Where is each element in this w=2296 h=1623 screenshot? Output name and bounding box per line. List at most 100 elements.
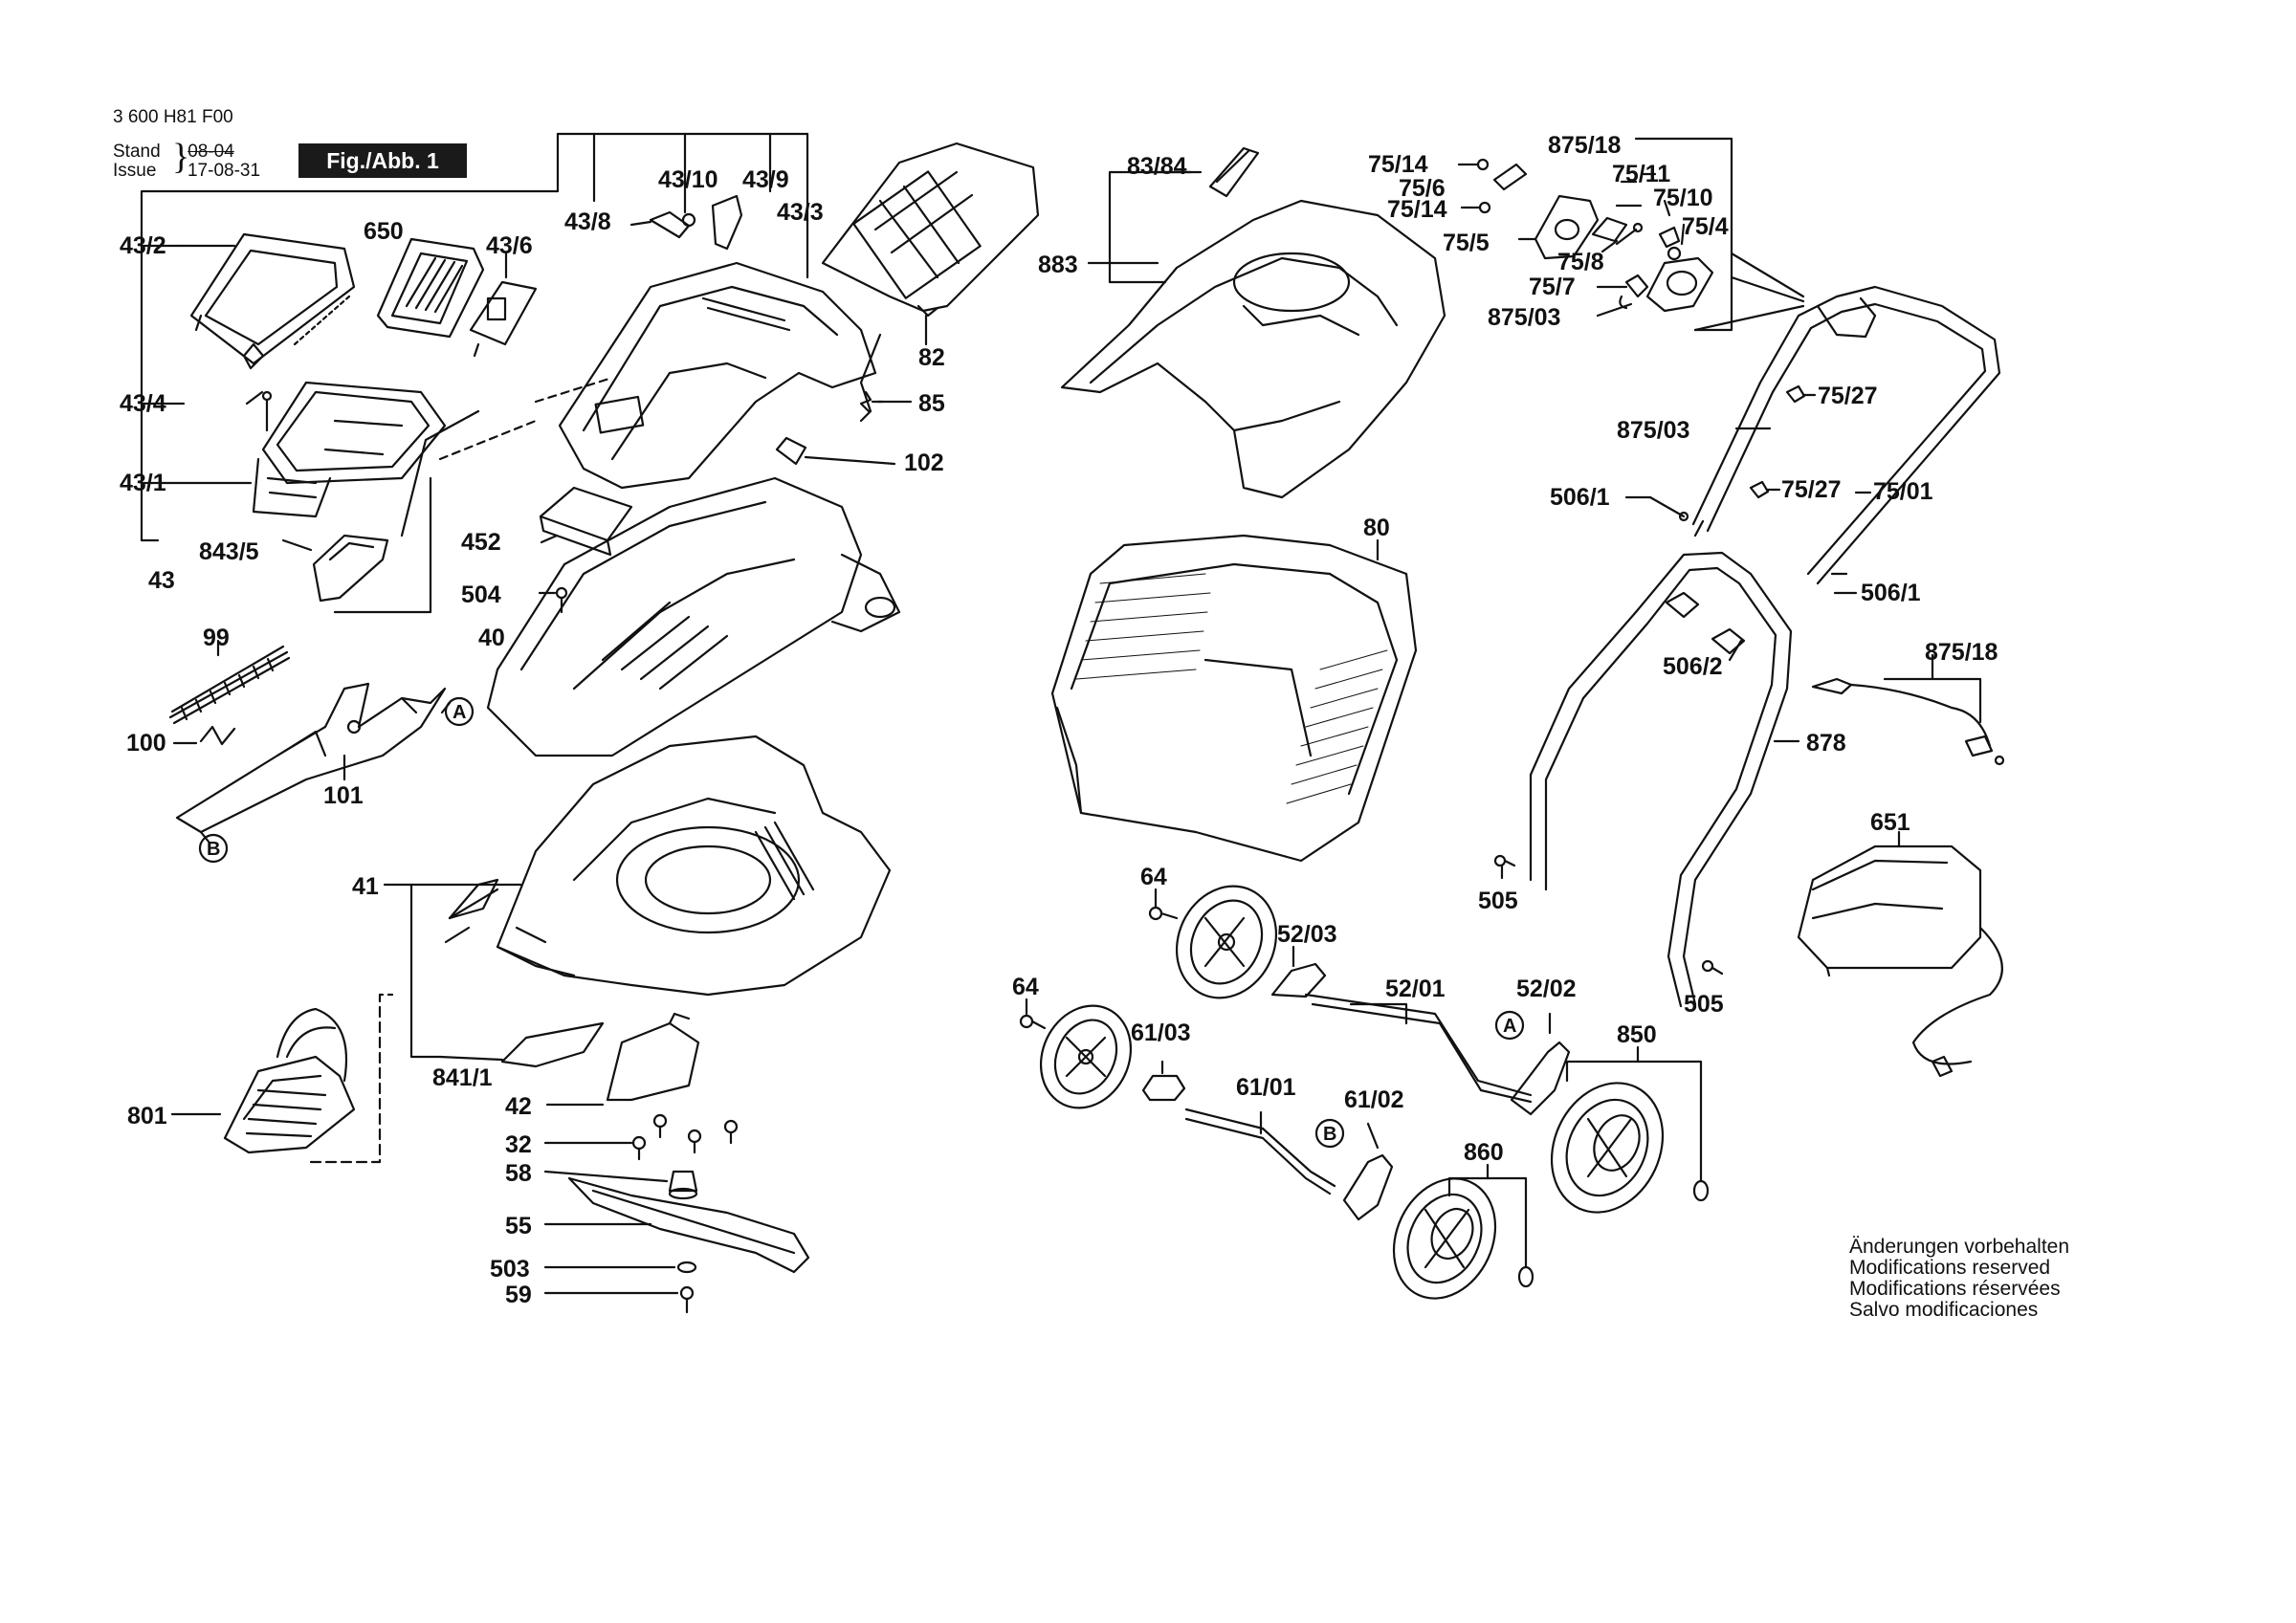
logo-plate-452 [539, 486, 633, 557]
callout-83-84: 83/84 [1127, 153, 1187, 180]
callout-100: 100 [126, 730, 166, 757]
basket-mesh [1075, 573, 1388, 804]
cap-102 [775, 436, 807, 466]
brace-glyph: } [172, 137, 190, 177]
document-number: 3 600 H81 F00 [113, 107, 233, 127]
callout-32: 32 [505, 1131, 532, 1158]
callout-650: 650 [364, 218, 404, 245]
upper-housing-43-3 [558, 261, 877, 490]
lower-housing-40 [486, 476, 901, 757]
stand-label: Stand [113, 142, 161, 162]
callout-75-11: 75/11 [1612, 161, 1670, 187]
callout-860: 860 [1464, 1139, 1504, 1166]
callout-75-14-top: 75/14 [1368, 151, 1428, 178]
callout-75-01: 75/01 [1873, 478, 1933, 505]
rear-wheel-850 [1550, 1082, 1665, 1214]
callout-75-27-upper: 75/27 [1818, 383, 1878, 409]
callout-75-10: 75/10 [1653, 185, 1713, 211]
bracket-75 [1634, 137, 1733, 332]
callout-504: 504 [461, 581, 501, 608]
screws-32 [631, 1113, 739, 1161]
callout-52-01: 52/01 [1385, 976, 1446, 1002]
ref-a-circle-right [1494, 1010, 1525, 1041]
callout-841-1: 841/1 [432, 1064, 493, 1091]
callout-101: 101 [323, 782, 364, 809]
spring-99 [168, 645, 291, 725]
bracket-41 [409, 883, 522, 1059]
cable-875-18 [1811, 677, 2005, 766]
upper-handle-875-03 [1691, 285, 2001, 585]
notice-fr: Modifications réservées [1849, 1278, 2061, 1300]
issue-label: Issue [113, 161, 157, 181]
callout-875-18-cable: 875/18 [1925, 639, 1998, 666]
callout-42: 42 [505, 1093, 532, 1120]
callout-61-02: 61/02 [1344, 1086, 1404, 1113]
ref-b-label-left: B [207, 839, 220, 860]
issue-value: 17-08-31 [187, 161, 261, 181]
battery-holder-43-1 [252, 381, 447, 518]
callout-75-8: 75/8 [1557, 249, 1604, 275]
callout-61-03: 61/03 [1131, 1020, 1191, 1046]
notice-es: Salvo modificaciones [1849, 1299, 2039, 1321]
callout-43-4: 43/4 [120, 390, 166, 417]
cover-plate-82 [821, 142, 1040, 318]
callout-43: 43 [148, 567, 175, 594]
ref-b-circle-right [1314, 1118, 1345, 1149]
ref-a-circle-left [444, 696, 475, 727]
ref-a-label-left: A [453, 702, 466, 723]
ref-b-circle-left [198, 833, 229, 864]
callout-80: 80 [1363, 515, 1390, 541]
callout-850: 850 [1617, 1021, 1657, 1048]
callout-64-upper: 64 [1140, 864, 1167, 890]
clip-843-5 [312, 534, 389, 603]
stand-row: Stand 08-04 [113, 142, 234, 163]
charger-651 [1797, 844, 2003, 1078]
switch-43-8 [629, 210, 691, 239]
callout-43-2: 43/2 [120, 232, 166, 259]
callout-55: 55 [505, 1213, 532, 1239]
motor-801 [223, 1007, 356, 1154]
lower-handle-878 [1529, 551, 1793, 1008]
callout-651: 651 [1870, 809, 1910, 836]
grass-box-lid-883 [1060, 199, 1446, 499]
callout-52-02: 52/02 [1516, 976, 1577, 1002]
side-flap-42 [606, 1012, 700, 1102]
callout-505-left: 505 [1478, 888, 1518, 914]
callout-64-lower: 64 [1012, 974, 1039, 1000]
callout-875-03-handle: 875/03 [1617, 417, 1689, 444]
switch-parts-75 [1457, 158, 1714, 313]
battery-pack-650 [376, 237, 485, 339]
callout-43-3: 43/3 [777, 199, 824, 226]
rear-wheel-860 [1392, 1177, 1497, 1300]
callout-875-18-top: 875/18 [1548, 132, 1622, 159]
callout-75-7: 75/7 [1529, 274, 1576, 300]
callout-41: 41 [352, 873, 379, 900]
callout-58: 58 [505, 1160, 532, 1187]
callout-843-5: 843/5 [199, 538, 259, 565]
callout-43-9: 43/9 [742, 166, 789, 193]
callout-75-14-mid: 75/14 [1387, 196, 1447, 223]
callout-75-4: 75/4 [1682, 213, 1729, 240]
callout-43-6: 43/6 [486, 232, 533, 259]
callout-102: 102 [904, 450, 944, 476]
callout-506-1-right: 506/1 [1861, 580, 1921, 606]
callout-75-5: 75/5 [1443, 230, 1490, 256]
callout-506-1-left: 506/1 [1550, 484, 1610, 511]
callout-85: 85 [918, 390, 945, 417]
callout-801: 801 [127, 1103, 167, 1130]
callout-43-1: 43/1 [120, 470, 166, 496]
stand-value: 08-04 [188, 142, 234, 162]
callout-43-10: 43/10 [658, 166, 718, 193]
callout-40: 40 [478, 625, 505, 651]
callout-labels: 43/2 650 43/6 43/8 43/10 43/9 43/3 82 85… [120, 132, 1998, 1308]
callout-503: 503 [490, 1256, 530, 1283]
callout-43-8: 43/8 [564, 208, 611, 235]
callout-52-03: 52/03 [1277, 921, 1337, 948]
lever-101 [175, 682, 447, 834]
modifications-notice: Änderungen vorbehalten Modifications res… [1849, 1237, 2069, 1321]
blade-adapter-58 [668, 1170, 698, 1200]
issue-row: Issue 17-08-31 [113, 161, 260, 182]
callout-878: 878 [1806, 730, 1846, 757]
callout-452: 452 [461, 529, 501, 556]
